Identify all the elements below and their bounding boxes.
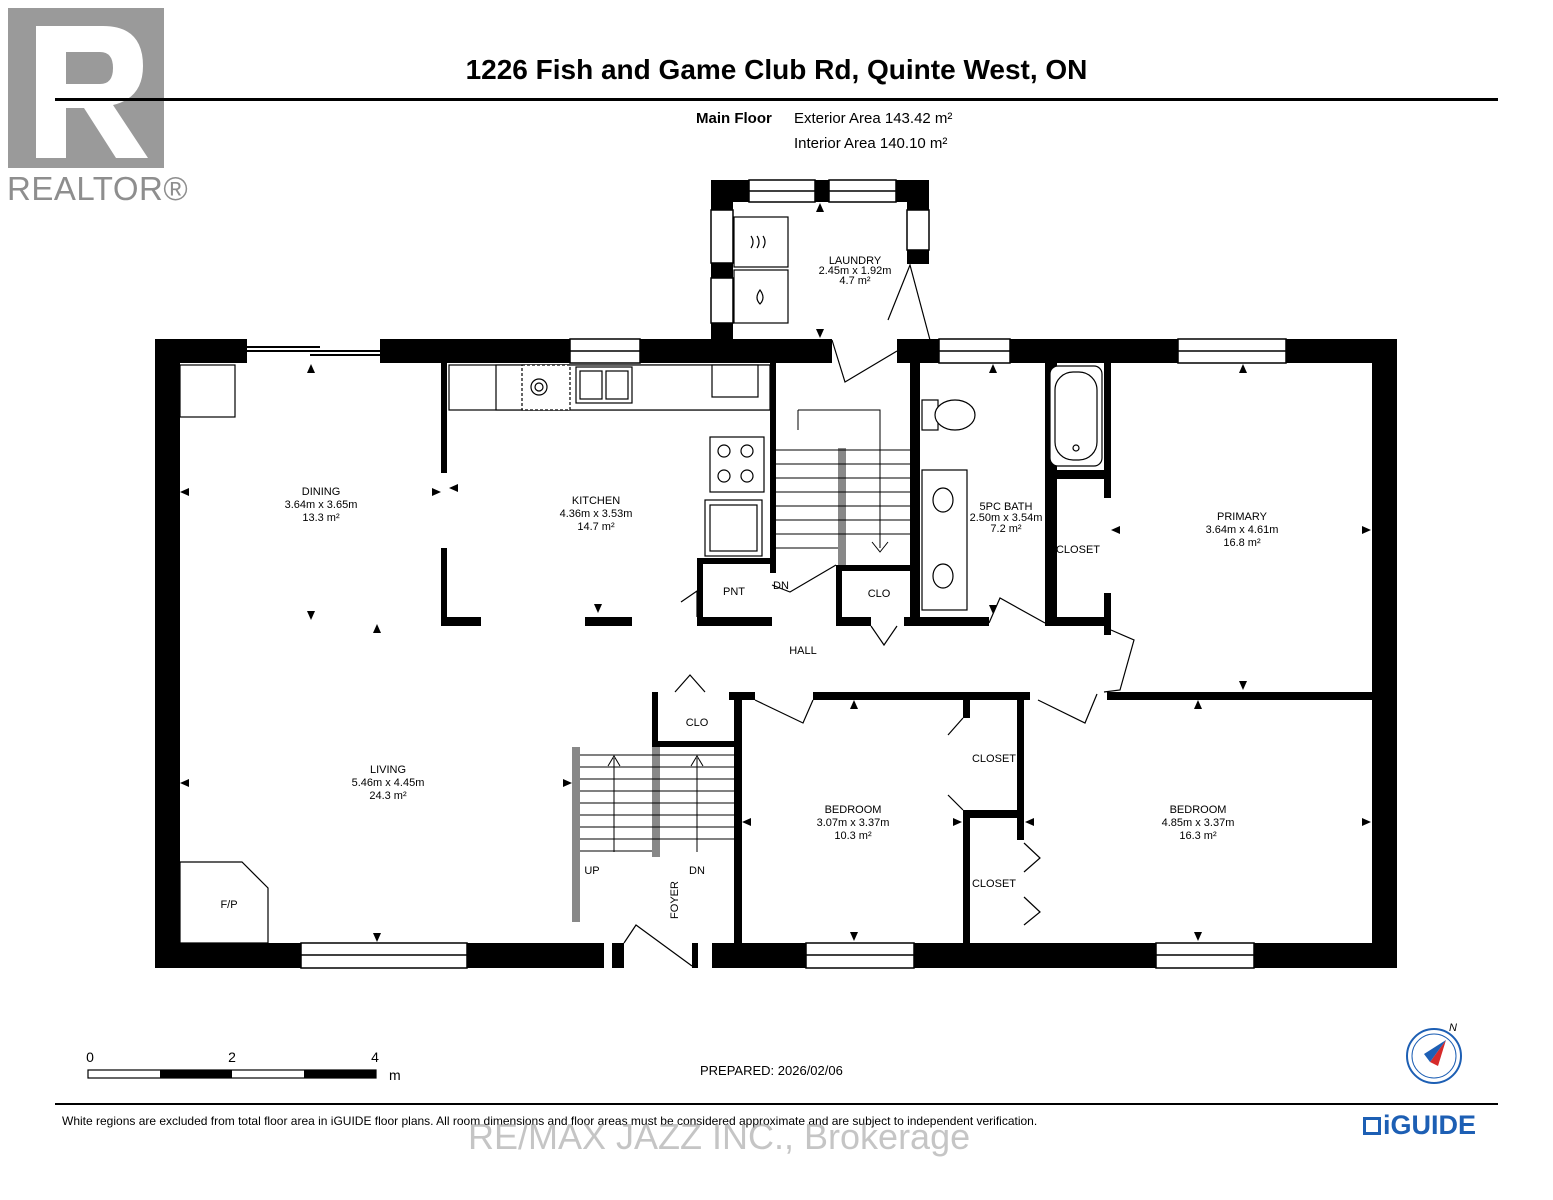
stairs-up-label: UP	[584, 865, 599, 877]
svg-text:LAUNDRY: LAUNDRY	[829, 255, 882, 267]
title-divider	[55, 98, 1498, 101]
svg-text:5PC BATH: 5PC BATH	[980, 501, 1033, 513]
room-label-living: LIVING 5.46m x 4.45m 24.3 m²	[352, 764, 425, 802]
staircase-upper	[776, 409, 912, 565]
svg-text:BEDROOM: BEDROOM	[825, 804, 882, 816]
svg-text:PRIMARY: PRIMARY	[1217, 511, 1268, 523]
svg-text:4.36m x 3.53m: 4.36m x 3.53m	[560, 508, 633, 520]
svg-text:4.85m x 3.37m: 4.85m x 3.37m	[1162, 817, 1235, 829]
room-label-laundry: LAUNDRY 2.45m x 1.92m 4.7 m²	[819, 255, 892, 287]
svg-text:4.7 m²: 4.7 m²	[839, 275, 871, 287]
stairs-down-upper-label: DN	[773, 580, 789, 592]
svg-text:DINING: DINING	[302, 486, 341, 498]
closet-primary-label: CLOSET	[1056, 544, 1100, 556]
svg-text:5.46m x 4.45m: 5.46m x 4.45m	[352, 777, 425, 789]
svg-text:16.8 m²: 16.8 m²	[1223, 537, 1261, 549]
stairs-down-label: DN	[689, 865, 705, 877]
windows	[300, 179, 1287, 969]
closet-bedroom2-label: CLOSET	[972, 878, 1016, 890]
room-label-kitchen: KITCHEN 4.36m x 3.53m 14.7 m²	[560, 495, 633, 533]
svg-text:LIVING: LIVING	[370, 764, 406, 776]
scale-bar: 0 2 4 m	[86, 1049, 401, 1083]
compass-north-label: N	[1449, 1022, 1457, 1034]
svg-text:3.07m x 3.37m: 3.07m x 3.37m	[817, 817, 890, 829]
brokerage-watermark: RE/MAX JAZZ INC., Brokerage	[468, 1116, 971, 1157]
svg-text:24.3 m²: 24.3 m²	[369, 790, 407, 802]
clo-hall-label: CLO	[868, 588, 891, 600]
compass-icon: N	[1406, 1022, 1462, 1084]
closet-bedroom1-label: CLOSET	[972, 753, 1016, 765]
scale-tick-4: 4	[371, 1049, 379, 1065]
interior-area: Interior Area 140.10 m²	[794, 135, 948, 152]
clo-foyer-label: CLO	[686, 717, 709, 729]
svg-text:BEDROOM: BEDROOM	[1170, 804, 1227, 816]
fireplace-label: F/P	[220, 899, 237, 911]
property-address-title: 1226 Fish and Game Club Rd, Quinte West,…	[465, 54, 1088, 85]
iguide-box-icon	[1363, 1117, 1381, 1135]
footer-divider	[55, 1103, 1498, 1105]
svg-text:16.3 m²: 16.3 m²	[1179, 830, 1217, 842]
foyer-label: FOYER	[669, 881, 681, 919]
realtor-wordmark: REALTOR®	[7, 170, 189, 207]
svg-text:7.2 m²: 7.2 m²	[990, 523, 1022, 535]
svg-text:13.3 m²: 13.3 m²	[302, 512, 340, 524]
exterior-area: Exterior Area 143.42 m²	[794, 110, 953, 127]
scale-tick-0: 0	[86, 1049, 94, 1065]
floor-name: Main Floor	[696, 110, 772, 127]
scale-tick-2: 2	[228, 1049, 236, 1065]
svg-text:KITCHEN: KITCHEN	[572, 495, 620, 507]
laundry-fixtures	[733, 216, 789, 324]
realtor-r-icon	[8, 8, 164, 168]
pantry-label: PNT	[723, 586, 745, 598]
bath-fixtures	[921, 365, 1103, 611]
camera-markers	[180, 203, 1371, 942]
svg-text:10.3 m²: 10.3 m²	[834, 830, 872, 842]
room-label-primary: PRIMARY 3.64m x 4.61m 16.8 m²	[1206, 511, 1279, 549]
kitchen-fixtures	[179, 364, 771, 557]
svg-text:14.7 m²: 14.7 m²	[577, 521, 615, 533]
scale-unit: m	[389, 1067, 401, 1083]
iguide-logo: iGUIDE	[1363, 1110, 1476, 1141]
interior-walls	[441, 363, 1397, 943]
room-label-dining: DINING 3.64m x 3.65m 13.3 m²	[285, 486, 358, 524]
disclaimer-text: White regions are excluded from total fl…	[62, 1114, 1038, 1128]
exterior-walls	[155, 180, 1397, 968]
svg-text:2.50m x 3.54m: 2.50m x 3.54m	[970, 512, 1043, 524]
prepared-date: PREPARED: 2026/02/06	[700, 1063, 843, 1078]
sliding-door	[247, 346, 380, 356]
fireplace	[179, 861, 269, 944]
hall-label: HALL	[789, 645, 817, 657]
room-label-bedroom-1: BEDROOM 3.07m x 3.37m 10.3 m²	[817, 804, 890, 842]
iguide-wordmark: iGUIDE	[1383, 1110, 1477, 1140]
svg-text:3.64m x 4.61m: 3.64m x 4.61m	[1206, 524, 1279, 536]
room-label-bath: 5PC BATH 2.50m x 3.54m 7.2 m²	[970, 501, 1043, 535]
door-swings	[623, 263, 1135, 967]
realtor-logo	[8, 8, 164, 168]
svg-text:2.45m x 1.92m: 2.45m x 1.92m	[819, 265, 892, 277]
staircase-foyer	[572, 747, 734, 922]
room-label-bedroom-2: BEDROOM 4.85m x 3.37m 16.3 m²	[1162, 804, 1235, 842]
svg-text:3.64m x 3.65m: 3.64m x 3.65m	[285, 499, 358, 511]
